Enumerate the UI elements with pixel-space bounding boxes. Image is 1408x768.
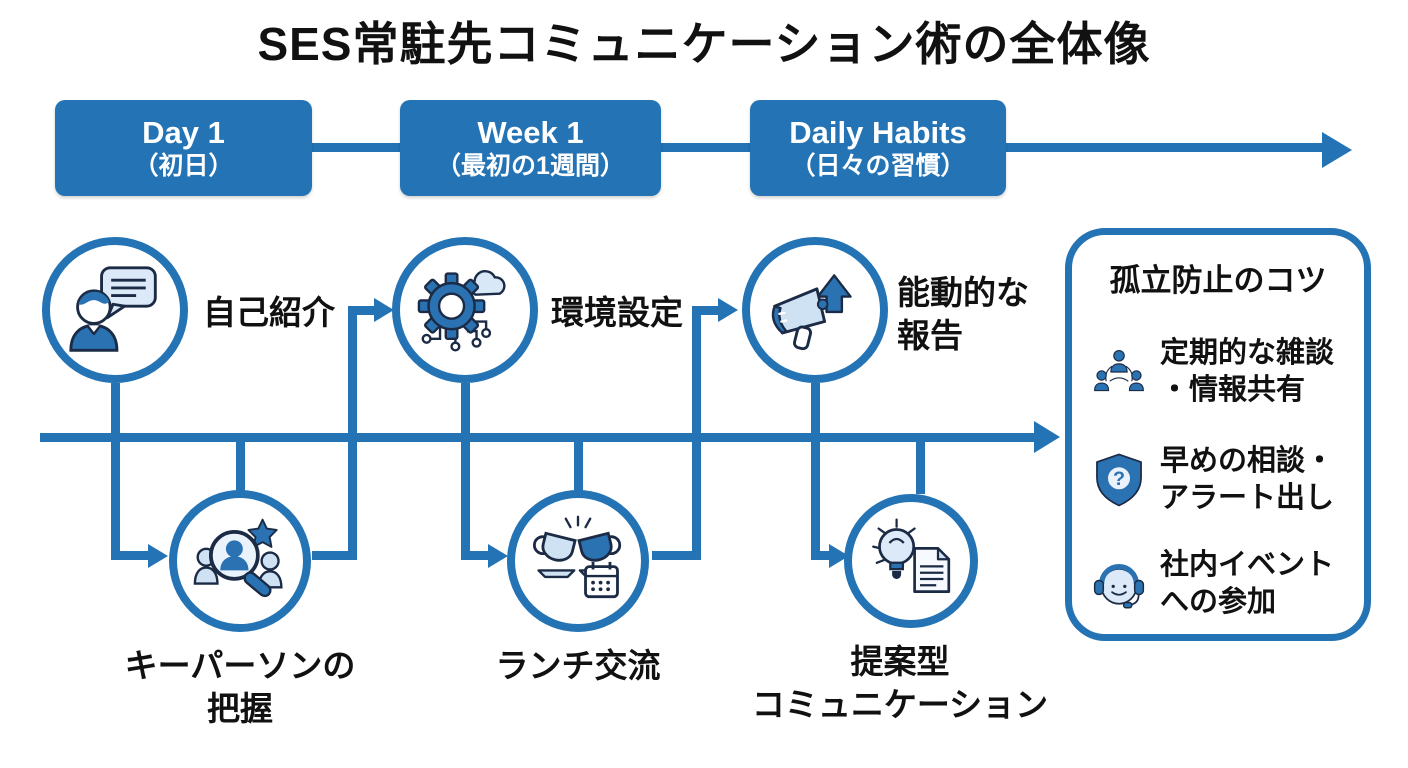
node-proposal-communication: [844, 494, 978, 628]
label-proposal-communication: 提案型 コミュニケーション: [751, 643, 1049, 723]
timeline-arrowhead-icon: [1322, 132, 1352, 168]
tips-box: 孤立防止のコツ 定期的な雑談 ・情報共有 ?: [1065, 228, 1371, 641]
phase-sublabel: （初日）: [133, 152, 234, 180]
main-flow-arrowhead-icon: [1034, 421, 1060, 453]
svg-text:?: ?: [1113, 468, 1125, 490]
phase-label: Week 1: [477, 115, 584, 150]
connector-lunch-right: [652, 551, 701, 560]
person-speech-icon: [69, 266, 157, 352]
people-network-icon: [1094, 349, 1144, 392]
connector-to-env: [348, 306, 376, 315]
timeline-phase-week1: Week 1 （最初の1週間）: [400, 100, 661, 196]
lightbulb-document-icon: [872, 518, 951, 593]
headset-smile-icon: [1093, 564, 1145, 609]
phase-label: Daily Habits: [789, 115, 967, 150]
tips-item-events: 社内イベント への参加: [1090, 547, 1334, 621]
connector-report-arrowhead-icon: [718, 298, 738, 322]
node-keyperson-grasp: [169, 490, 311, 632]
connector-up-to-report: [692, 306, 701, 560]
coffee-cups-calendar-icon: [533, 515, 622, 599]
timeline-phase-day1: Day 1 （初日）: [55, 100, 312, 196]
node-self-introduction: [42, 237, 188, 383]
connector-axis-keyperson-stub: [236, 437, 245, 494]
tips-item-text: 定期的な雑談 ・情報共有: [1160, 337, 1335, 406]
tips-box-title: 孤立防止のコツ: [1109, 263, 1327, 298]
label-environment-setup: 環境設定: [551, 294, 683, 331]
tips-item-text: 早めの相談・ アラート出し: [1160, 445, 1335, 514]
node-environment-setup: [392, 237, 538, 383]
connector-env-arrowhead-icon: [374, 298, 394, 322]
phase-sublabel: （日々の習慣）: [790, 152, 966, 180]
connector-to-lunch: [461, 551, 490, 560]
connector-keyperson-arrowhead-icon: [148, 544, 168, 568]
label-keyperson-grasp: キーパーソンの 把握: [124, 647, 356, 727]
label-self-introduction: 自己紹介: [203, 294, 335, 331]
label-proactive-reporting: 能動的な 報告: [897, 274, 1029, 354]
label-lunch-exchange: ランチ交流: [495, 647, 661, 684]
connector-to-report: [692, 306, 720, 315]
connector-selfintro-down: [111, 383, 120, 555]
main-flow-axis-line: [40, 433, 1036, 442]
magnifier-people-star-icon: [193, 518, 283, 598]
tips-item-text: 社内イベント への参加: [1160, 549, 1335, 618]
tips-item-chat: 定期的な雑談 ・情報共有: [1090, 335, 1334, 409]
page-title: SES常駐先コミュニケーション術の全体像: [257, 18, 1151, 70]
connector-keyperson-right: [312, 551, 357, 560]
connector-axis-proposal-stub: [916, 437, 925, 494]
tips-item-consult: ? 早めの相談・ アラート出し: [1090, 443, 1334, 517]
phase-label: Day 1: [142, 115, 225, 150]
connector-lunch-arrowhead-icon: [488, 544, 508, 568]
connector-to-proposal: [811, 551, 831, 560]
connector-report-down: [811, 383, 820, 555]
shield-question-icon: ?: [1096, 453, 1142, 507]
gear-cloud-icon: [417, 269, 506, 352]
connector-to-keyperson: [111, 551, 150, 560]
node-lunch-exchange: [507, 490, 649, 632]
phase-sublabel: （最初の1週間）: [436, 152, 625, 180]
connector-up-to-env: [348, 306, 357, 560]
connector-axis-lunch-stub: [574, 437, 583, 494]
timeline-phase-daily-habits: Daily Habits （日々の習慣）: [750, 100, 1006, 196]
megaphone-up-arrow-icon: [771, 274, 852, 351]
connector-env-down: [461, 383, 470, 555]
node-proactive-reporting: [742, 237, 888, 383]
